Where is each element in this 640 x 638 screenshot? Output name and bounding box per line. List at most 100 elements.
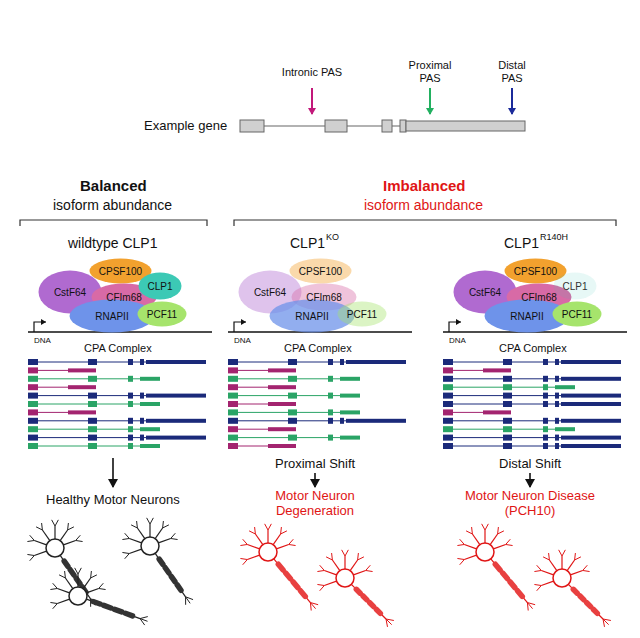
soma: [553, 569, 571, 587]
condition-label: wildtype CLP1: [68, 235, 158, 251]
stroke: [247, 544, 259, 548]
stroke: [506, 539, 511, 544]
stroke: [228, 384, 238, 390]
stroke: [328, 435, 333, 441]
stroke: [88, 401, 97, 407]
stroke: [503, 573, 508, 579]
stroke: [136, 521, 138, 528]
stroke: [443, 384, 453, 390]
stroke: [483, 368, 511, 372]
stroke: [150, 518, 153, 524]
stroke: [464, 555, 476, 559]
stroke: [64, 571, 66, 578]
stroke: [268, 444, 296, 448]
stroke: [288, 418, 297, 424]
stroke: [527, 603, 529, 611]
stroke: [27, 554, 34, 555]
protein-ellipse: PCF11: [552, 301, 602, 327]
protein-name: CPSF100: [299, 266, 342, 277]
gene-model: [240, 88, 525, 132]
stroke: [510, 582, 515, 588]
stroke: [60, 530, 67, 541]
protein-name: RNAPII: [95, 311, 128, 322]
stroke: [340, 410, 360, 414]
stroke: [70, 570, 74, 575]
stroke: [310, 603, 312, 611]
stroke: [561, 444, 621, 448]
stroke: [254, 527, 256, 534]
stroke: [543, 376, 548, 382]
stroke: [561, 436, 621, 440]
stroke: [28, 393, 38, 399]
stroke: [358, 557, 364, 560]
stroke: [328, 359, 333, 365]
stroke: [443, 426, 453, 432]
stroke: [370, 603, 374, 607]
stroke: [328, 418, 333, 424]
stroke: [443, 376, 453, 382]
stroke: [443, 443, 453, 449]
stroke: [482, 524, 485, 530]
stroke: [443, 393, 453, 399]
stroke: [228, 395, 340, 396]
stroke: [86, 599, 140, 618]
protein-name: PCF11: [562, 309, 592, 320]
stroke: [543, 435, 548, 441]
stroke: [28, 409, 38, 415]
stroke: [503, 435, 512, 441]
stroke: [53, 604, 58, 609]
stroke: [158, 538, 170, 542]
stroke: [228, 426, 238, 432]
stroke: [28, 384, 38, 390]
stroke: [573, 589, 577, 593]
stroke: [443, 367, 453, 373]
stroke: [340, 359, 344, 365]
ellipse-fill: [138, 302, 187, 327]
stroke: [498, 531, 504, 534]
stroke: [268, 368, 296, 372]
outcome-arrows: [113, 458, 530, 487]
stroke: [350, 560, 357, 571]
stroke: [171, 538, 178, 539]
stroke: [59, 575, 65, 578]
stroke: [278, 564, 283, 570]
stroke: [376, 609, 380, 613]
stroke: [140, 402, 160, 406]
stroke: [281, 531, 287, 534]
stroke: [490, 534, 497, 545]
protein-name: CPSF100: [514, 266, 557, 277]
outcome-label: Motor Neuron Disease (PCH10): [455, 489, 605, 519]
ellipse-fill: [553, 302, 602, 327]
stroke: [351, 584, 386, 619]
stroke: [583, 565, 588, 570]
stroke: [125, 613, 132, 616]
stroke: [76, 535, 81, 540]
stroke: [128, 359, 133, 365]
superscript: R140H: [540, 232, 568, 242]
stroke: [228, 378, 340, 379]
stroke: [317, 570, 324, 571]
stroke: [340, 377, 360, 381]
stroke: [570, 570, 582, 574]
stroke: [88, 418, 97, 424]
stroke: [128, 443, 133, 449]
stroke: [346, 360, 406, 364]
stroke: [503, 401, 512, 407]
stroke: [228, 418, 238, 424]
protein-name: CstF64: [254, 287, 286, 298]
superscript: KO: [326, 232, 339, 242]
stroke: [324, 570, 336, 574]
stroke: [503, 443, 512, 449]
stroke: [286, 573, 291, 579]
stroke: [52, 520, 55, 526]
stroke: [146, 436, 206, 440]
stroke: [543, 393, 548, 399]
stroke: [68, 368, 96, 372]
stroke: [273, 534, 280, 545]
protein-name: CstF64: [54, 287, 86, 298]
stroke: [561, 556, 562, 569]
stroke: [99, 588, 106, 589]
stroke: [534, 584, 541, 585]
stroke: [147, 518, 150, 524]
